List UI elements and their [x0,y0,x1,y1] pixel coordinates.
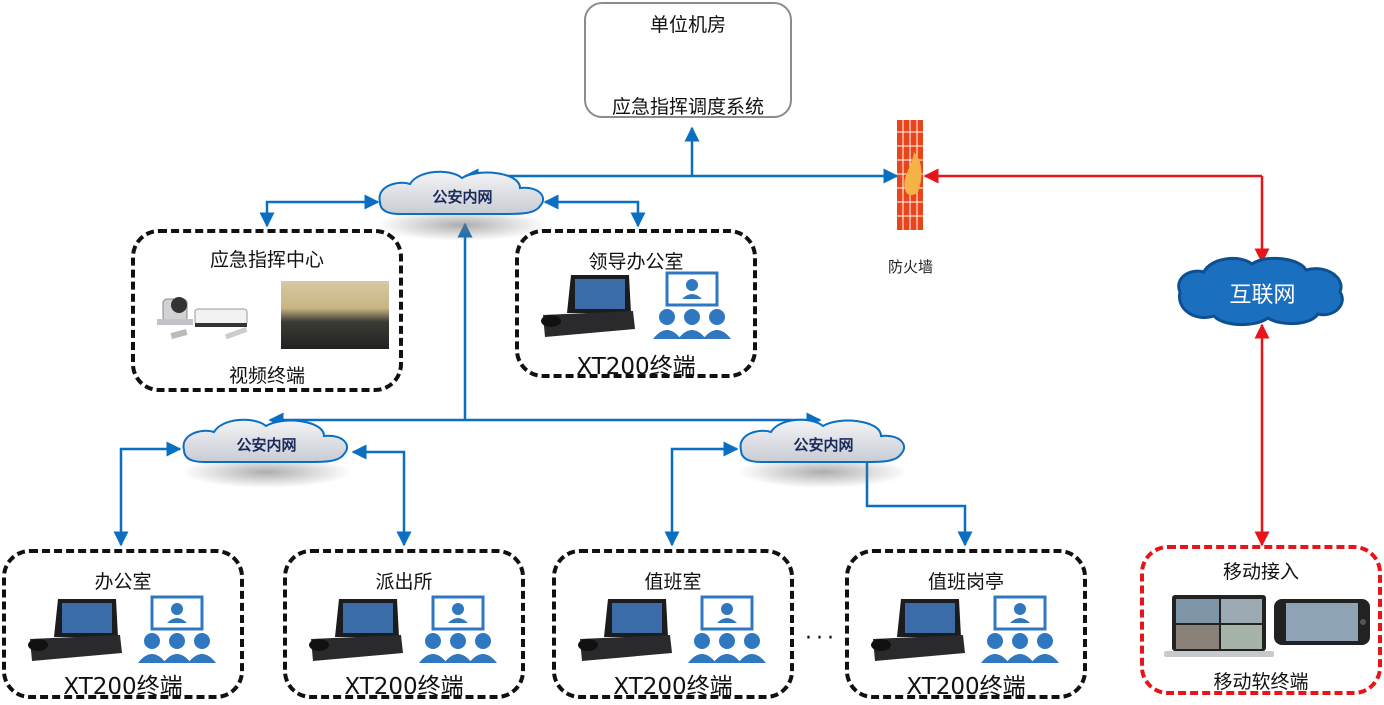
box-footer: XT200终端 [576,354,696,380]
xt200-terminal-icon [541,275,635,337]
box-footer: 移动软终端 [1213,671,1309,693]
link-left-cloud-branches [113,441,412,547]
cloud-shadow [377,209,547,241]
cloud-shadow [738,456,908,488]
firewall-icon [897,120,923,230]
link-internet [923,168,1270,547]
server-room-box: 单位机房 应急指挥调度系统 [584,2,792,118]
box-footer: XT200终端 [344,674,464,700]
server-room-title: 单位机房 [649,14,726,36]
video-conference-camera-icon [157,297,248,340]
link-server-trunk [463,126,899,184]
box-title: 值班岗亭 [927,571,1004,593]
people-meeting-icon [419,595,497,663]
cloud-label: 公安内网 [793,436,854,454]
link-right-cloud-branches [664,441,973,547]
box-title: 领导办公室 [588,251,684,273]
ellipsis: ··· [805,626,838,651]
cloud-label: 公安内网 [432,188,493,206]
laptop-icon [1164,595,1274,657]
site-box: 值班室 XT200终端 [552,549,794,700]
site-box: 办公室 XT200终端 [2,549,244,700]
internet-label: 互联网 [1229,283,1296,308]
people-meeting-icon [688,595,766,663]
box-title: 办公室 [94,571,152,593]
conference-room-photo [281,281,389,349]
people-meeting-icon [653,271,731,339]
box-footer: XT200终端 [906,674,1026,700]
box-footer: XT200终端 [63,674,183,700]
system-name: 应急指挥调度系统 [611,96,764,118]
smartphone-icon [1274,599,1370,645]
people-meeting-icon [981,595,1059,663]
people-meeting-icon [138,595,216,663]
xt200-terminal-icon [309,599,403,661]
mobile-access-box: 移动接入 移动软终端 [1140,545,1382,695]
site-box: 值班岗亭 XT200终端 [845,549,1087,700]
xt200-terminal-icon [578,599,672,661]
cloud-shadow [182,456,352,488]
firewall-label: 防火墙 [888,258,934,276]
box-footer: XT200终端 [613,674,733,700]
xt200-terminal-icon [871,599,965,661]
box-footer: 视频终端 [228,365,305,387]
box-title: 派出所 [375,571,433,593]
box-title: 移动接入 [1222,561,1299,583]
box-title: 值班室 [644,571,702,593]
cloud-label: 公安内网 [236,436,297,454]
xt200-terminal-icon [28,599,122,661]
command-center-box: 应急指挥中心 视频终端 [131,229,403,392]
leader-office-box: 领导办公室 XT200终端 [515,229,757,380]
site-box: 派出所 XT200终端 [283,549,525,700]
box-title: 应急指挥中心 [209,249,324,271]
